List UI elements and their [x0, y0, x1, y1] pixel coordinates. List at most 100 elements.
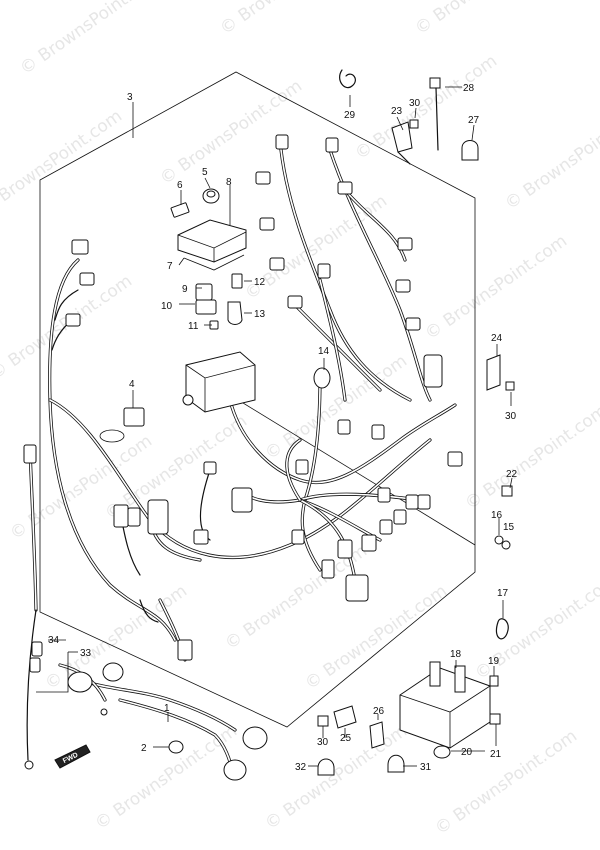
- callout-18: 18: [450, 649, 462, 660]
- connector: [29, 657, 41, 673]
- connector: [337, 419, 351, 435]
- callout-12: 12: [254, 277, 266, 288]
- callout-14: 14: [318, 346, 330, 357]
- seal-ring: [183, 254, 245, 271]
- connector: [405, 317, 421, 331]
- terminal-post: [454, 665, 466, 693]
- terminal-boot: [223, 759, 247, 781]
- bolt: [501, 485, 513, 497]
- bracket: [369, 721, 385, 749]
- connector: [337, 181, 353, 195]
- connector: [23, 444, 37, 464]
- callout-27: 27: [468, 115, 480, 126]
- connector: [377, 487, 391, 503]
- callout-31: 31: [420, 762, 432, 773]
- callout-8: 8: [226, 177, 232, 188]
- callout-17: 17: [497, 588, 509, 599]
- junction-box: [185, 351, 256, 413]
- watermark: © BrownsPoint.com: [0, 106, 126, 219]
- bracket: [391, 121, 413, 153]
- watermark: © BrownsPoint.com: [501, 101, 600, 214]
- clamp: [387, 754, 405, 773]
- connector: [269, 257, 285, 271]
- connector: [275, 134, 289, 150]
- connector: [177, 639, 193, 661]
- callout-23: 23: [391, 106, 403, 117]
- clip: [339, 69, 356, 89]
- bolt: [409, 119, 419, 129]
- cap: [313, 367, 331, 389]
- connector: [397, 237, 413, 251]
- washer: [494, 535, 504, 545]
- watermark: © BrownsPoint.com: [351, 51, 501, 164]
- connector: [65, 313, 81, 327]
- callout-30: 30: [317, 737, 329, 748]
- terminal-boot: [67, 671, 93, 693]
- assembly-divider-line: [229, 394, 476, 546]
- fwd-label: FWD: [62, 752, 79, 765]
- terminal-block: [399, 667, 491, 749]
- callout-7: 7: [167, 261, 173, 272]
- callout-13: 13: [254, 309, 266, 320]
- nut: [168, 740, 184, 754]
- fuse: [231, 273, 243, 289]
- terminal-boot: [102, 662, 124, 682]
- callout-2: 2: [141, 743, 147, 754]
- callout-34: 34: [48, 635, 60, 646]
- connector: [321, 559, 335, 579]
- connector: [255, 171, 271, 185]
- fwd-direction-mark: FWD: [54, 744, 91, 769]
- watermark: © BrownsPoint.com: [16, 0, 166, 79]
- callout-4: 4: [129, 379, 135, 390]
- watermark: © BrownsPoint.com: [261, 721, 411, 834]
- connector: [127, 507, 141, 527]
- connector: [231, 487, 253, 513]
- callout-32: 32: [295, 762, 307, 773]
- nut: [433, 745, 451, 759]
- connector: [417, 494, 431, 510]
- bolt: [317, 715, 329, 727]
- connector: [193, 529, 209, 545]
- ring-terminal: [24, 760, 34, 770]
- fuse: [170, 202, 190, 218]
- connector: [345, 574, 369, 602]
- relay: [195, 299, 217, 315]
- callout-29: 29: [344, 110, 356, 121]
- connector: [395, 279, 411, 293]
- connector: [379, 519, 393, 535]
- ring-terminal: [100, 708, 108, 716]
- callout-10: 10: [161, 301, 173, 312]
- callout-30: 30: [505, 411, 517, 422]
- battery-lead-harness: [58, 662, 268, 781]
- callout-19: 19: [488, 656, 500, 667]
- callout-15: 15: [503, 522, 515, 533]
- connector: [423, 354, 443, 388]
- terminal-post: [429, 661, 441, 687]
- screw: [489, 713, 501, 725]
- callout-labels: 1 2 3 4 5 6 7 8 9 10 11 12 13 14 15 16 1…: [48, 83, 518, 773]
- grommet: [206, 190, 216, 198]
- cable-tie: [429, 77, 441, 89]
- connector: [405, 494, 419, 510]
- connector: [79, 272, 95, 286]
- callout-11: 11: [188, 321, 199, 332]
- relay: [195, 283, 213, 301]
- watermark: © BrownsPoint.com: [421, 231, 571, 344]
- terminal-boot: [242, 726, 268, 750]
- connector: [147, 499, 169, 535]
- connector: [393, 509, 407, 525]
- connector: [325, 137, 339, 153]
- connector: [317, 263, 331, 279]
- bolt: [505, 381, 515, 391]
- callout-24: 24: [491, 333, 503, 344]
- strap-loop: [99, 429, 125, 443]
- components: [99, 69, 515, 776]
- connector: [203, 461, 217, 475]
- callout-3: 3: [127, 92, 133, 103]
- clamp: [461, 140, 479, 161]
- assembly-outline: [39, 71, 476, 728]
- callout-1: 1: [164, 703, 170, 714]
- callout-20: 20: [461, 747, 473, 758]
- connector: [259, 217, 275, 231]
